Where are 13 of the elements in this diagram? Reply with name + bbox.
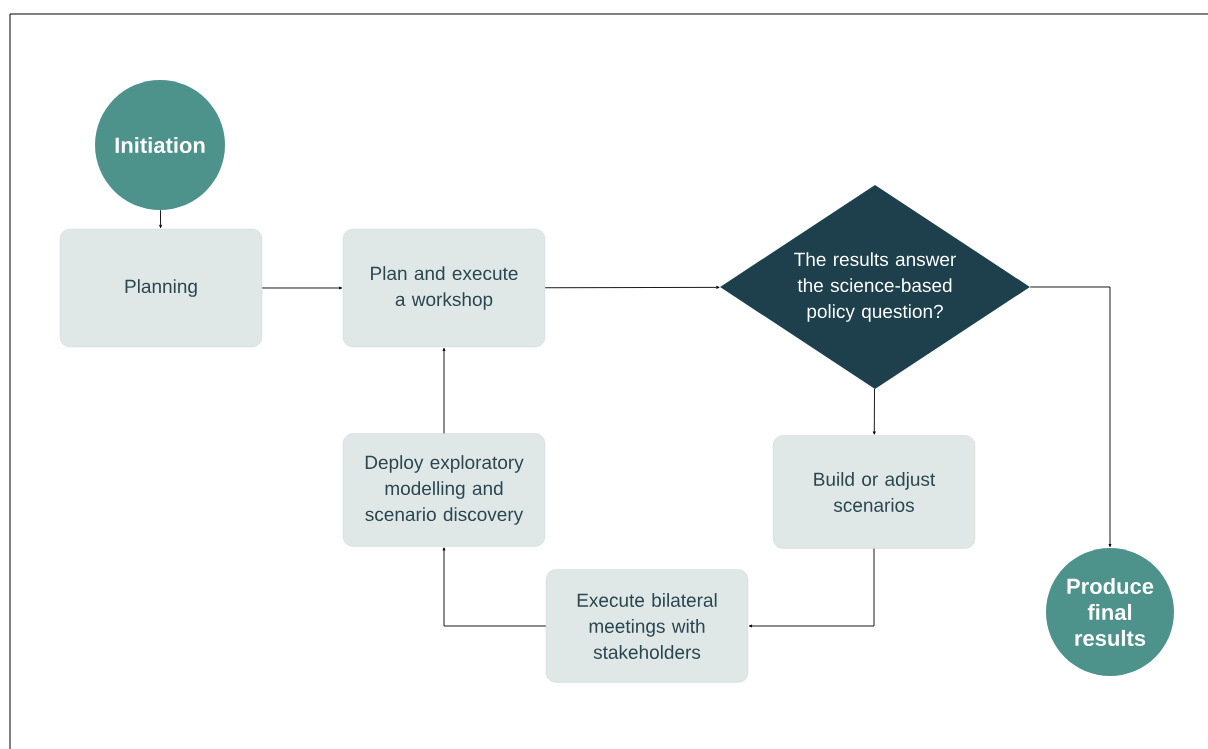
- arrow: [442, 547, 547, 627]
- arrow: [748, 548, 875, 628]
- arrow: [159, 209, 163, 229]
- arrow: [261, 286, 343, 290]
- process-box: Execute bilateral meetings with stakeholders: [545, 569, 749, 683]
- process-box: Build or adjust scenarios: [772, 435, 976, 549]
- process-box: Deploy exploratory modelling and scenario discovery: [342, 433, 546, 547]
- arrow: [544, 285, 720, 289]
- process-box: Plan and execute a workshop: [342, 228, 546, 348]
- process-box: Planning: [59, 228, 263, 348]
- arrow: [1029, 286, 1112, 548]
- arrow: [872, 388, 876, 435]
- arrow: [442, 347, 446, 434]
